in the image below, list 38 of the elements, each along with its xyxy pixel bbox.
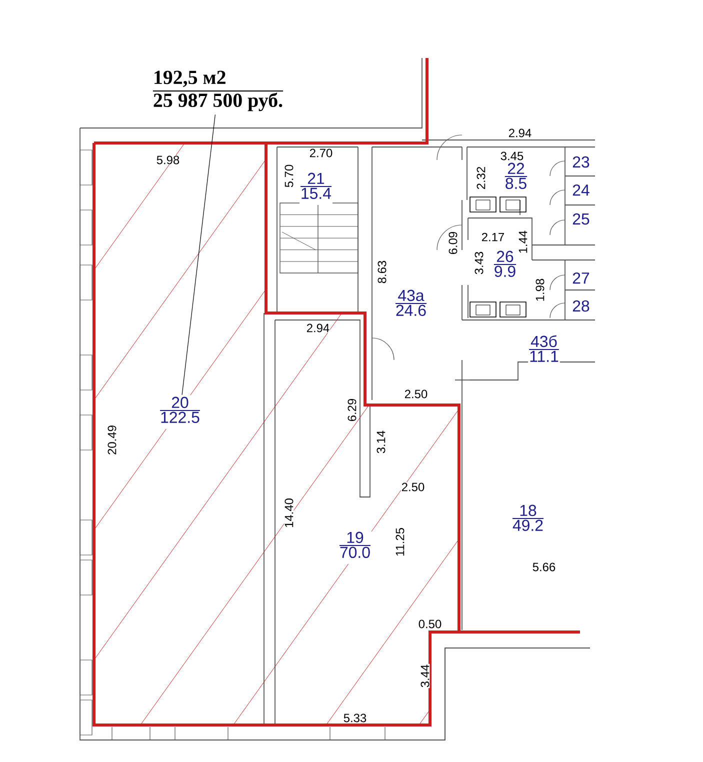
dimension-label: 5.33 — [342, 713, 368, 723]
dimension-label: 2.17 — [480, 232, 506, 242]
room-label: 21 15.4 — [299, 171, 332, 205]
room-label: 28 — [571, 299, 591, 313]
dimension-label: 5.66 — [532, 562, 556, 572]
room-label: 25 — [571, 212, 591, 226]
dimension-label: 6.29 — [347, 398, 357, 422]
room-label: 24 — [571, 183, 591, 197]
room-label: 19 70.0 — [338, 530, 372, 564]
dimension-label: 2.94 — [508, 128, 532, 138]
dimension-label: 2.50 — [400, 482, 426, 492]
dimension-label: 3.43 — [474, 250, 484, 276]
room-label: 43а 24.6 — [394, 288, 428, 322]
dimension-label: 0.50 — [418, 619, 442, 629]
dimension-label: 11.25 — [395, 527, 405, 558]
dimension-label: 2.94 — [306, 323, 330, 333]
dimension-label: 1.44 — [518, 230, 528, 254]
dimension-label: 3.44 — [420, 664, 430, 688]
dimension-label: 3.14 — [376, 430, 386, 454]
room-label: 18 49.2 — [511, 503, 544, 537]
dimension-label: 6.09 — [448, 230, 458, 256]
room-label: 20 122.5 — [159, 395, 201, 429]
dimension-label: 14.40 — [284, 498, 294, 528]
room-label: 43б 11.1 — [528, 334, 560, 368]
room-label: 23 — [571, 155, 591, 169]
room-label: 22 8.5 — [504, 161, 528, 195]
leader-line — [182, 114, 216, 396]
dimension-label: 1.98 — [535, 278, 545, 302]
dimension-label: 20.49 — [107, 424, 117, 456]
price-label: 192,5 м2 25 987 500 руб. — [152, 70, 284, 112]
dimension-label: 2.32 — [476, 166, 486, 190]
dimension-label: 5.98 — [156, 155, 180, 165]
room-label: 27 — [571, 271, 591, 285]
dimension-label: 8.63 — [377, 260, 387, 284]
dimension-label: 5.70 — [284, 164, 294, 188]
dimension-label: 2.70 — [308, 148, 334, 158]
dimension-label: 2.50 — [404, 389, 428, 399]
room-label: 26 9.9 — [492, 249, 518, 283]
